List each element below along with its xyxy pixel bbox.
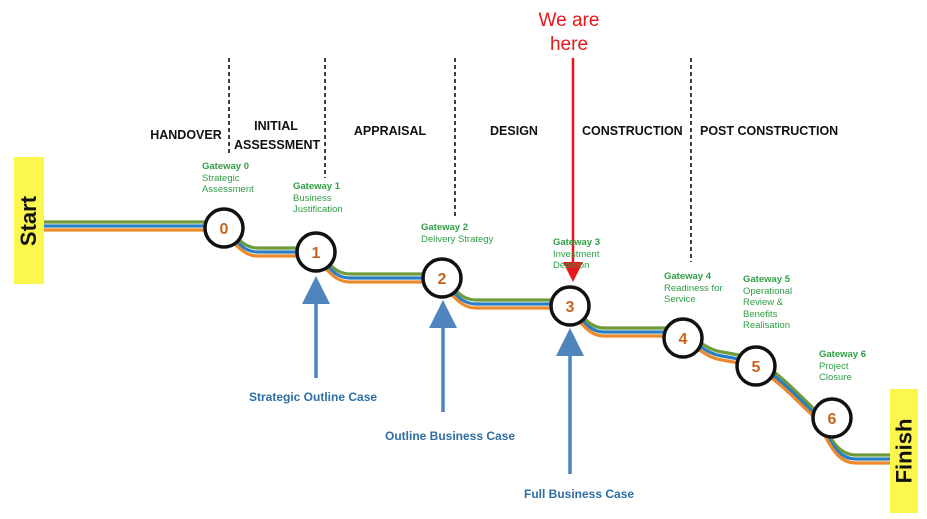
track-line-green: [42, 220, 892, 457]
gateway-desc: Operational: [743, 285, 793, 297]
gateway-title: Gateway 0: [202, 161, 249, 172]
phase-construction: CONSTRUCTION: [582, 122, 683, 141]
gateway-node-number: 1: [312, 245, 321, 262]
phase-label: HANDOVER: [150, 128, 222, 142]
gateway-node-number: 4: [679, 331, 688, 348]
gateway-desc: Realisation: [743, 320, 790, 331]
gateway-node-number: 6: [828, 411, 837, 428]
gateway-desc: Strategic: [202, 172, 240, 184]
phase-handover: HANDOVER: [148, 126, 224, 145]
start-endcap: Start: [14, 157, 44, 284]
gateway-node-6: 6: [811, 397, 853, 439]
gateway-desc: Delivery Strategy: [421, 233, 494, 245]
outline-business-case-label: Outline Business Case: [385, 429, 516, 443]
gateway-title: Gateway 2: [421, 222, 468, 233]
gateway-title: Gateway 5: [743, 274, 790, 285]
full-business-case-label: Full Business Case: [524, 487, 635, 501]
gateway-title: Gateway 6: [819, 349, 866, 360]
phase-label: INITIAL: [254, 119, 298, 133]
gateway-desc: Project: [819, 360, 849, 372]
gateway-node-2: 2: [421, 257, 463, 299]
strategic-outline-case-label: Strategic Outline Case: [249, 390, 378, 404]
gateway-desc: Closure: [819, 372, 852, 383]
gateway-desc: Review &: [743, 297, 784, 308]
gateway-2-label: Gateway 2 Delivery Strategy: [421, 222, 493, 245]
phase-design: DESIGN: [484, 122, 544, 141]
phase-label: POST CONSTRUCTION: [700, 124, 839, 138]
phase-initial-assessment: INITIAL ASSESSMENT: [234, 117, 321, 155]
phase-label: CONSTRUCTION: [582, 124, 683, 138]
gateway-node-number: 0: [220, 221, 229, 238]
gateway-node-0: 0: [203, 207, 245, 249]
gateway-desc: Readiness for: [664, 282, 723, 294]
gateway-desc: Decision: [553, 260, 590, 271]
phase-label: APPRAISAL: [353, 124, 427, 138]
gateway-node-3: 3: [549, 285, 591, 327]
gateway-title: Gateway 1: [293, 181, 340, 192]
gateway-desc: Benefits: [743, 308, 778, 320]
gateway-node-5: 5: [735, 345, 777, 387]
gateway-desc: Investment: [553, 248, 600, 260]
gateway-5-label: Gateway 5 Operational Review & Benefits …: [743, 274, 792, 332]
gateway-title: Gateway 3: [553, 237, 600, 248]
gateway-desc: Service: [664, 294, 696, 305]
finish-label: Finish: [891, 418, 916, 484]
gateway-1-label: Gateway 1 Business Justification: [293, 181, 343, 216]
gateway-node-number: 3: [566, 299, 575, 316]
gateway-6-label: Gateway 6 Project Closure: [819, 349, 866, 384]
track-line-blue: [42, 224, 892, 461]
gateway-title: Gateway 4: [664, 271, 711, 282]
gateway-node-4: 4: [662, 317, 704, 359]
phase-label: DESIGN: [490, 124, 538, 138]
we-are-here-line1: We are: [538, 10, 600, 31]
gateway-node-number: 5: [752, 359, 761, 376]
start-label: Start: [16, 195, 41, 246]
we-are-here-line2: here: [549, 34, 589, 55]
we-are-here-label: We are here: [519, 9, 619, 57]
gateway-node-1: 1: [295, 231, 337, 273]
gateway-0-label: Gateway 0 Strategic Assessment: [202, 161, 254, 196]
gateway-desc: Business: [293, 192, 332, 204]
phase-appraisal: APPRAISAL: [350, 122, 430, 141]
phase-label-2: ASSESSMENT: [234, 138, 321, 152]
gateway-desc: Assessment: [202, 184, 254, 195]
gateway-3-label: Gateway 3 Investment Decision: [553, 237, 600, 272]
gateway-node-number: 2: [438, 271, 447, 288]
gateway-desc: Justification: [293, 204, 343, 215]
phase-post-construction: POST CONSTRUCTION: [700, 122, 839, 141]
gateway-4-label: Gateway 4 Readiness for Service: [664, 271, 723, 306]
finish-endcap: Finish: [890, 389, 918, 513]
